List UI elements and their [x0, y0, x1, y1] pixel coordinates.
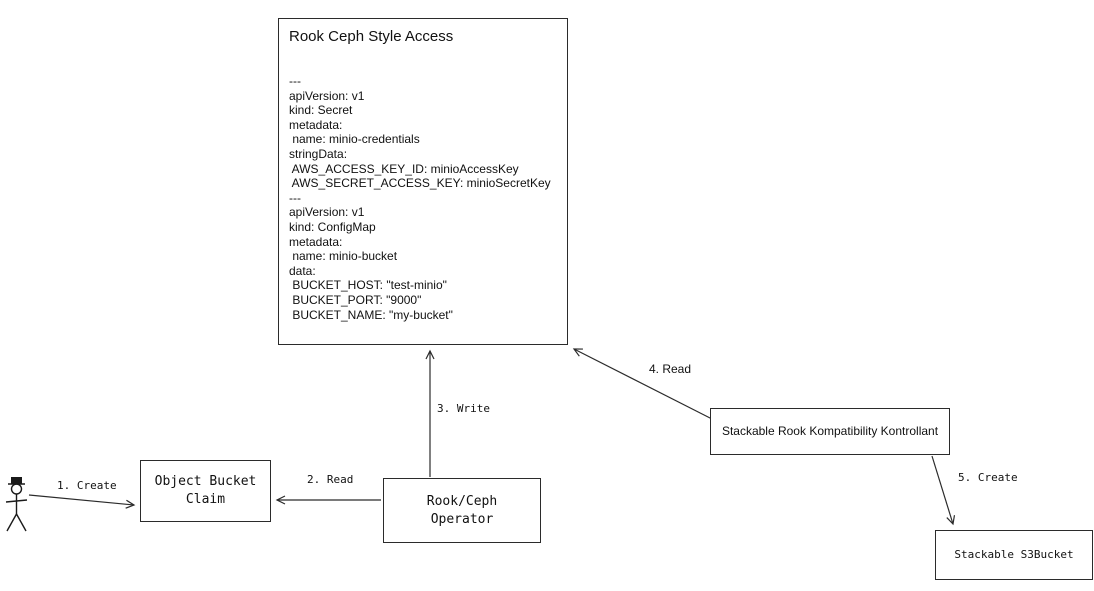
arrow-5-create	[931, 455, 956, 526]
yaml-box-content: --- apiVersion: v1 kind: Secret metadata…	[289, 74, 551, 322]
actor-figure	[5, 477, 28, 532]
edge-label-1-create: 1. Create	[57, 479, 117, 492]
node-rook-ceph-operator: Rook/Ceph Operator	[383, 478, 541, 543]
node-object-bucket-claim: Object Bucket Claim	[140, 460, 271, 522]
node-rook-ceph-style-access: Rook Ceph Style Access --- apiVersion: v…	[278, 18, 568, 345]
node-stackable-controller: Stackable Rook Kompatibility Kontrollant	[710, 408, 950, 455]
node-stackable-controller-label: Stackable Rook Kompatibility Kontrollant	[721, 424, 939, 439]
arrow-4-read	[572, 348, 713, 420]
arrow-1-create	[28, 494, 136, 509]
node-rook-ceph-operator-label: Rook/Ceph Operator	[426, 493, 498, 527]
node-stackable-s3bucket-label: Stackable S3Bucket	[954, 547, 1074, 561]
edge-label-4-read: 4. Read	[649, 362, 692, 376]
node-stackable-s3bucket: Stackable S3Bucket	[935, 530, 1093, 580]
actor-hat-icon	[11, 477, 22, 484]
node-object-bucket-claim-label: Object Bucket Claim	[154, 474, 257, 507]
edge-label-3-write: 3. Write	[437, 402, 490, 415]
edge-label-2-read: 2. Read	[307, 473, 354, 486]
yaml-box-title: Rook Ceph Style Access	[289, 28, 454, 45]
edge-label-5-create: 5. Create	[958, 471, 1018, 484]
